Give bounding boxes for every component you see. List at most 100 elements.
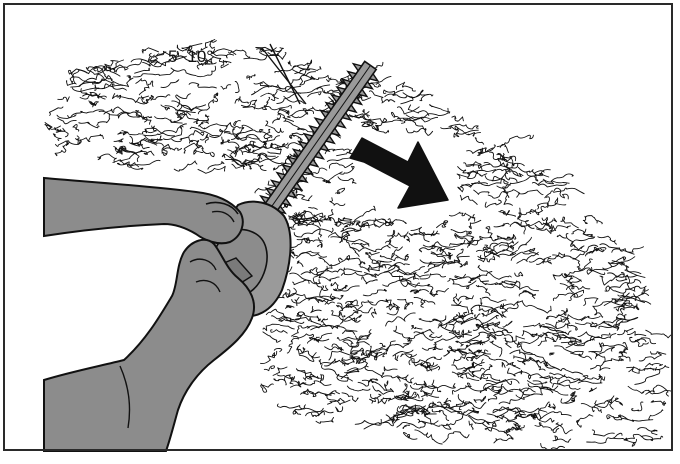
hedge-scribble [396, 421, 427, 429]
hedge-scribble [199, 133, 209, 144]
hedge-scribble [358, 358, 369, 368]
hedge-scribble [586, 247, 607, 255]
blade-tooth [324, 101, 336, 111]
hedge-scribble [519, 387, 536, 393]
hedge-scribble [382, 219, 407, 225]
blade-tooth [335, 119, 347, 129]
direction-arrow-icon [349, 137, 449, 209]
hedge-scribble [148, 51, 167, 61]
hedge-scribble [236, 128, 273, 138]
hedge-scribble [307, 91, 322, 98]
hedge-scribble [273, 378, 286, 382]
hedge-scribble [243, 144, 252, 153]
hedge-scribble [433, 239, 466, 248]
hedge-scribble [528, 256, 552, 263]
hedge-scribble [492, 406, 520, 414]
hedge-scribble [382, 343, 410, 358]
hedge-scribble [400, 353, 417, 358]
hedge-scribble [566, 237, 576, 248]
hedge-scribble [545, 323, 578, 331]
hedge-scribble [262, 323, 295, 332]
hedge-scribble [523, 322, 545, 329]
hedge-scribble [170, 113, 209, 123]
hedge-scribble [409, 289, 429, 293]
hedge-scribble [591, 406, 602, 414]
blade-tooth [346, 103, 358, 114]
hedge-scribble [136, 95, 148, 105]
hedge-scribble [351, 242, 370, 248]
hedge-scribble [570, 245, 585, 252]
hedge-scribble [56, 114, 77, 119]
blade-tooth [308, 124, 320, 135]
hedge-scribble [448, 346, 467, 353]
blade-tooth [297, 173, 309, 184]
hedge-scribble [615, 275, 638, 282]
hedge-scribble [328, 162, 354, 169]
hedge-scribble [324, 346, 342, 352]
hedge-scribble [611, 260, 625, 266]
hedge-scribble [119, 153, 140, 163]
hedge-scribble [345, 301, 374, 311]
hedge-scribble [340, 236, 370, 245]
hedge-scribble [404, 266, 425, 276]
hedge-scribble [302, 373, 322, 381]
hedge-scribble [255, 46, 284, 53]
hedge-scribble [241, 146, 282, 154]
hedge-scribble [354, 419, 382, 426]
hedge-scribble [442, 423, 452, 430]
hedge-scribble [647, 389, 673, 395]
hedge-scribble [346, 235, 360, 257]
hedge-scribble [385, 233, 394, 244]
upper-arm-icon [43, 176, 244, 245]
hedge-scribble [240, 99, 258, 110]
hedge-scribble [437, 325, 460, 336]
hedge-scribble [552, 435, 572, 443]
hedge-scribble [327, 397, 345, 405]
hedge-scribble [459, 261, 468, 268]
hedge-scribble [524, 169, 550, 178]
hedge-scribble [458, 401, 487, 411]
hedge-scribble [516, 407, 548, 414]
hedge-scribble [622, 293, 645, 304]
hedge-scribble [576, 414, 594, 428]
hedge-scribble [339, 74, 358, 84]
hedge-scribble [621, 417, 654, 422]
hedge-scribble [384, 380, 389, 392]
hedge-scribble [92, 75, 112, 85]
hedge-scribble [422, 244, 454, 260]
hedge-scribble [183, 142, 199, 154]
hedge-scribble [582, 228, 593, 238]
hedge-scribble [319, 217, 355, 225]
hedge-scribble [410, 385, 440, 398]
hedge-scribble [354, 114, 371, 127]
hedge-scribble [459, 367, 485, 379]
hedge-scribble [337, 302, 353, 311]
hedge-scribble [549, 352, 555, 356]
hedge-scribble [482, 387, 501, 393]
hedge-scribble [246, 73, 256, 80]
hedge-scribble [502, 320, 513, 328]
hedge-scribble [448, 313, 481, 326]
hedge-scribble [623, 433, 655, 441]
hedge-scribble [403, 235, 410, 243]
hedge-scribble [567, 281, 591, 290]
hedge-scribble [324, 359, 349, 367]
hedge-scribble [610, 274, 630, 290]
hedge-scribble [113, 146, 132, 155]
blade-tooth [286, 189, 298, 199]
blade-tooth [357, 88, 369, 98]
hedge-scribble [457, 183, 474, 193]
hedge-scribble [154, 116, 183, 124]
hedge-trimmer-icon [195, 60, 380, 317]
hedge-scribble [513, 220, 550, 227]
hedge-scribble [193, 118, 199, 124]
blade-tooth [292, 181, 304, 192]
hedge-scribble [542, 325, 567, 333]
hedge-scribble [336, 373, 349, 382]
hedge-scribble [57, 117, 77, 125]
hedge-scribble [643, 367, 655, 371]
blade-tooth [286, 155, 298, 166]
hedge-scribble [645, 362, 663, 368]
hedge-scribble [537, 336, 557, 346]
hedge-scribble [397, 117, 427, 131]
